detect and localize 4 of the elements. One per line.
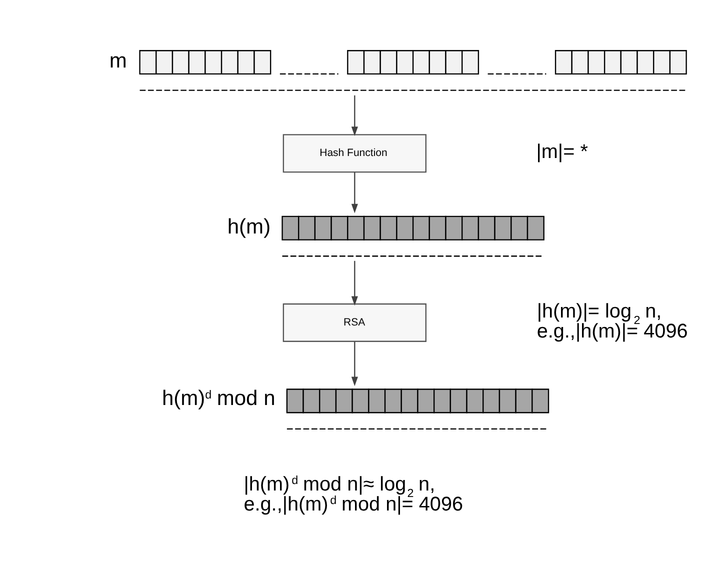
node-label: m (108, 49, 126, 72)
label: |m|= * (536, 141, 588, 164)
node-label: h(m)$^{d}$ mod n (161, 386, 275, 410)
node-label: h(m) (226, 215, 270, 238)
